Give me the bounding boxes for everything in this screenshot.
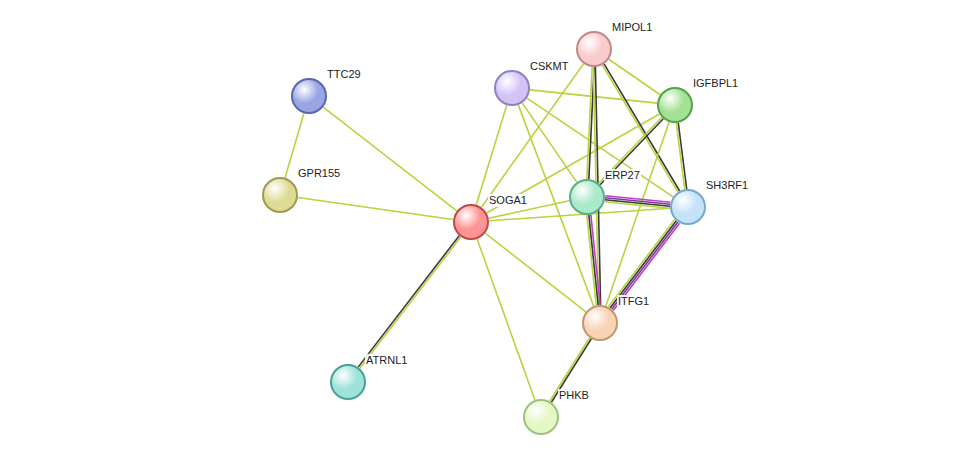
node-circle (569, 179, 605, 215)
node-label: SOGA1 (488, 194, 528, 207)
edge-stroke (298, 198, 453, 220)
node-label: PHKB (558, 389, 590, 402)
edge-stroke (358, 236, 459, 367)
protein-node: GPR155 (262, 177, 298, 213)
node-label: IGFBPL1 (692, 77, 739, 90)
node-label: ERP27 (604, 169, 641, 182)
protein-node: ATRNL1 (330, 364, 366, 400)
node-circle (494, 70, 530, 106)
edge-stroke (676, 123, 684, 189)
interaction-edge (550, 338, 592, 403)
node-label: SH3RF1 (705, 179, 749, 192)
interaction-edge (608, 220, 679, 311)
node-circle (576, 31, 612, 67)
node-circle (291, 78, 327, 114)
node-circle (453, 204, 489, 240)
interaction-edge (476, 105, 506, 205)
edge-stroke (599, 117, 662, 183)
edge-stroke (587, 215, 596, 305)
interaction-edge (602, 64, 679, 192)
interaction-edge (298, 198, 453, 220)
node-label: ATRNL1 (365, 354, 408, 367)
node-label: CSKMT (529, 60, 570, 73)
protein-node: ITFG1 (582, 305, 618, 341)
interaction-edge (481, 64, 583, 208)
edge-stroke (608, 220, 674, 307)
edge-stroke (551, 339, 591, 403)
protein-node: PHKB (523, 399, 559, 435)
interaction-edge (676, 123, 686, 190)
interaction-edge (477, 239, 535, 400)
edge-stroke (360, 237, 461, 368)
node-circle (330, 364, 366, 400)
node-circle (657, 87, 693, 123)
edge-stroke (550, 338, 590, 402)
edge-stroke (604, 64, 680, 191)
edge-stroke (612, 222, 678, 309)
edge-stroke (613, 223, 679, 310)
interaction-edge (605, 196, 671, 208)
edge-stroke (522, 103, 577, 182)
interaction-edge (522, 103, 577, 182)
edge-stroke (477, 239, 535, 400)
protein-node: SOGA1 (453, 204, 489, 240)
edge-stroke (481, 64, 583, 208)
node-label: GPR155 (297, 167, 341, 180)
interaction-edge (599, 117, 664, 184)
interaction-edge (587, 215, 600, 306)
node-label: TTC29 (326, 68, 362, 81)
interaction-edge (323, 107, 457, 211)
interaction-edge (358, 236, 461, 369)
edge-stroke (605, 202, 670, 208)
node-label: ITFG1 (617, 295, 650, 308)
protein-node: TTC29 (291, 78, 327, 114)
node-circle (582, 305, 618, 341)
node-circle (523, 399, 559, 435)
node-label: MIPOL1 (611, 21, 653, 34)
node-circle (262, 177, 298, 213)
edge-stroke (678, 123, 686, 189)
protein-node: IGFBPL1 (657, 87, 693, 123)
protein-node: CSKMT (494, 70, 530, 106)
edge-stroke (589, 215, 598, 305)
edge-stroke (323, 107, 457, 211)
edge-stroke (476, 105, 506, 205)
protein-node: ERP27 (569, 179, 605, 215)
edge-stroke (587, 67, 592, 179)
protein-node: MIPOL1 (576, 31, 612, 67)
edge-stroke (600, 119, 663, 185)
node-circle (670, 189, 706, 225)
edge-stroke (610, 221, 676, 308)
protein-node: SH3RF1 (670, 189, 706, 225)
